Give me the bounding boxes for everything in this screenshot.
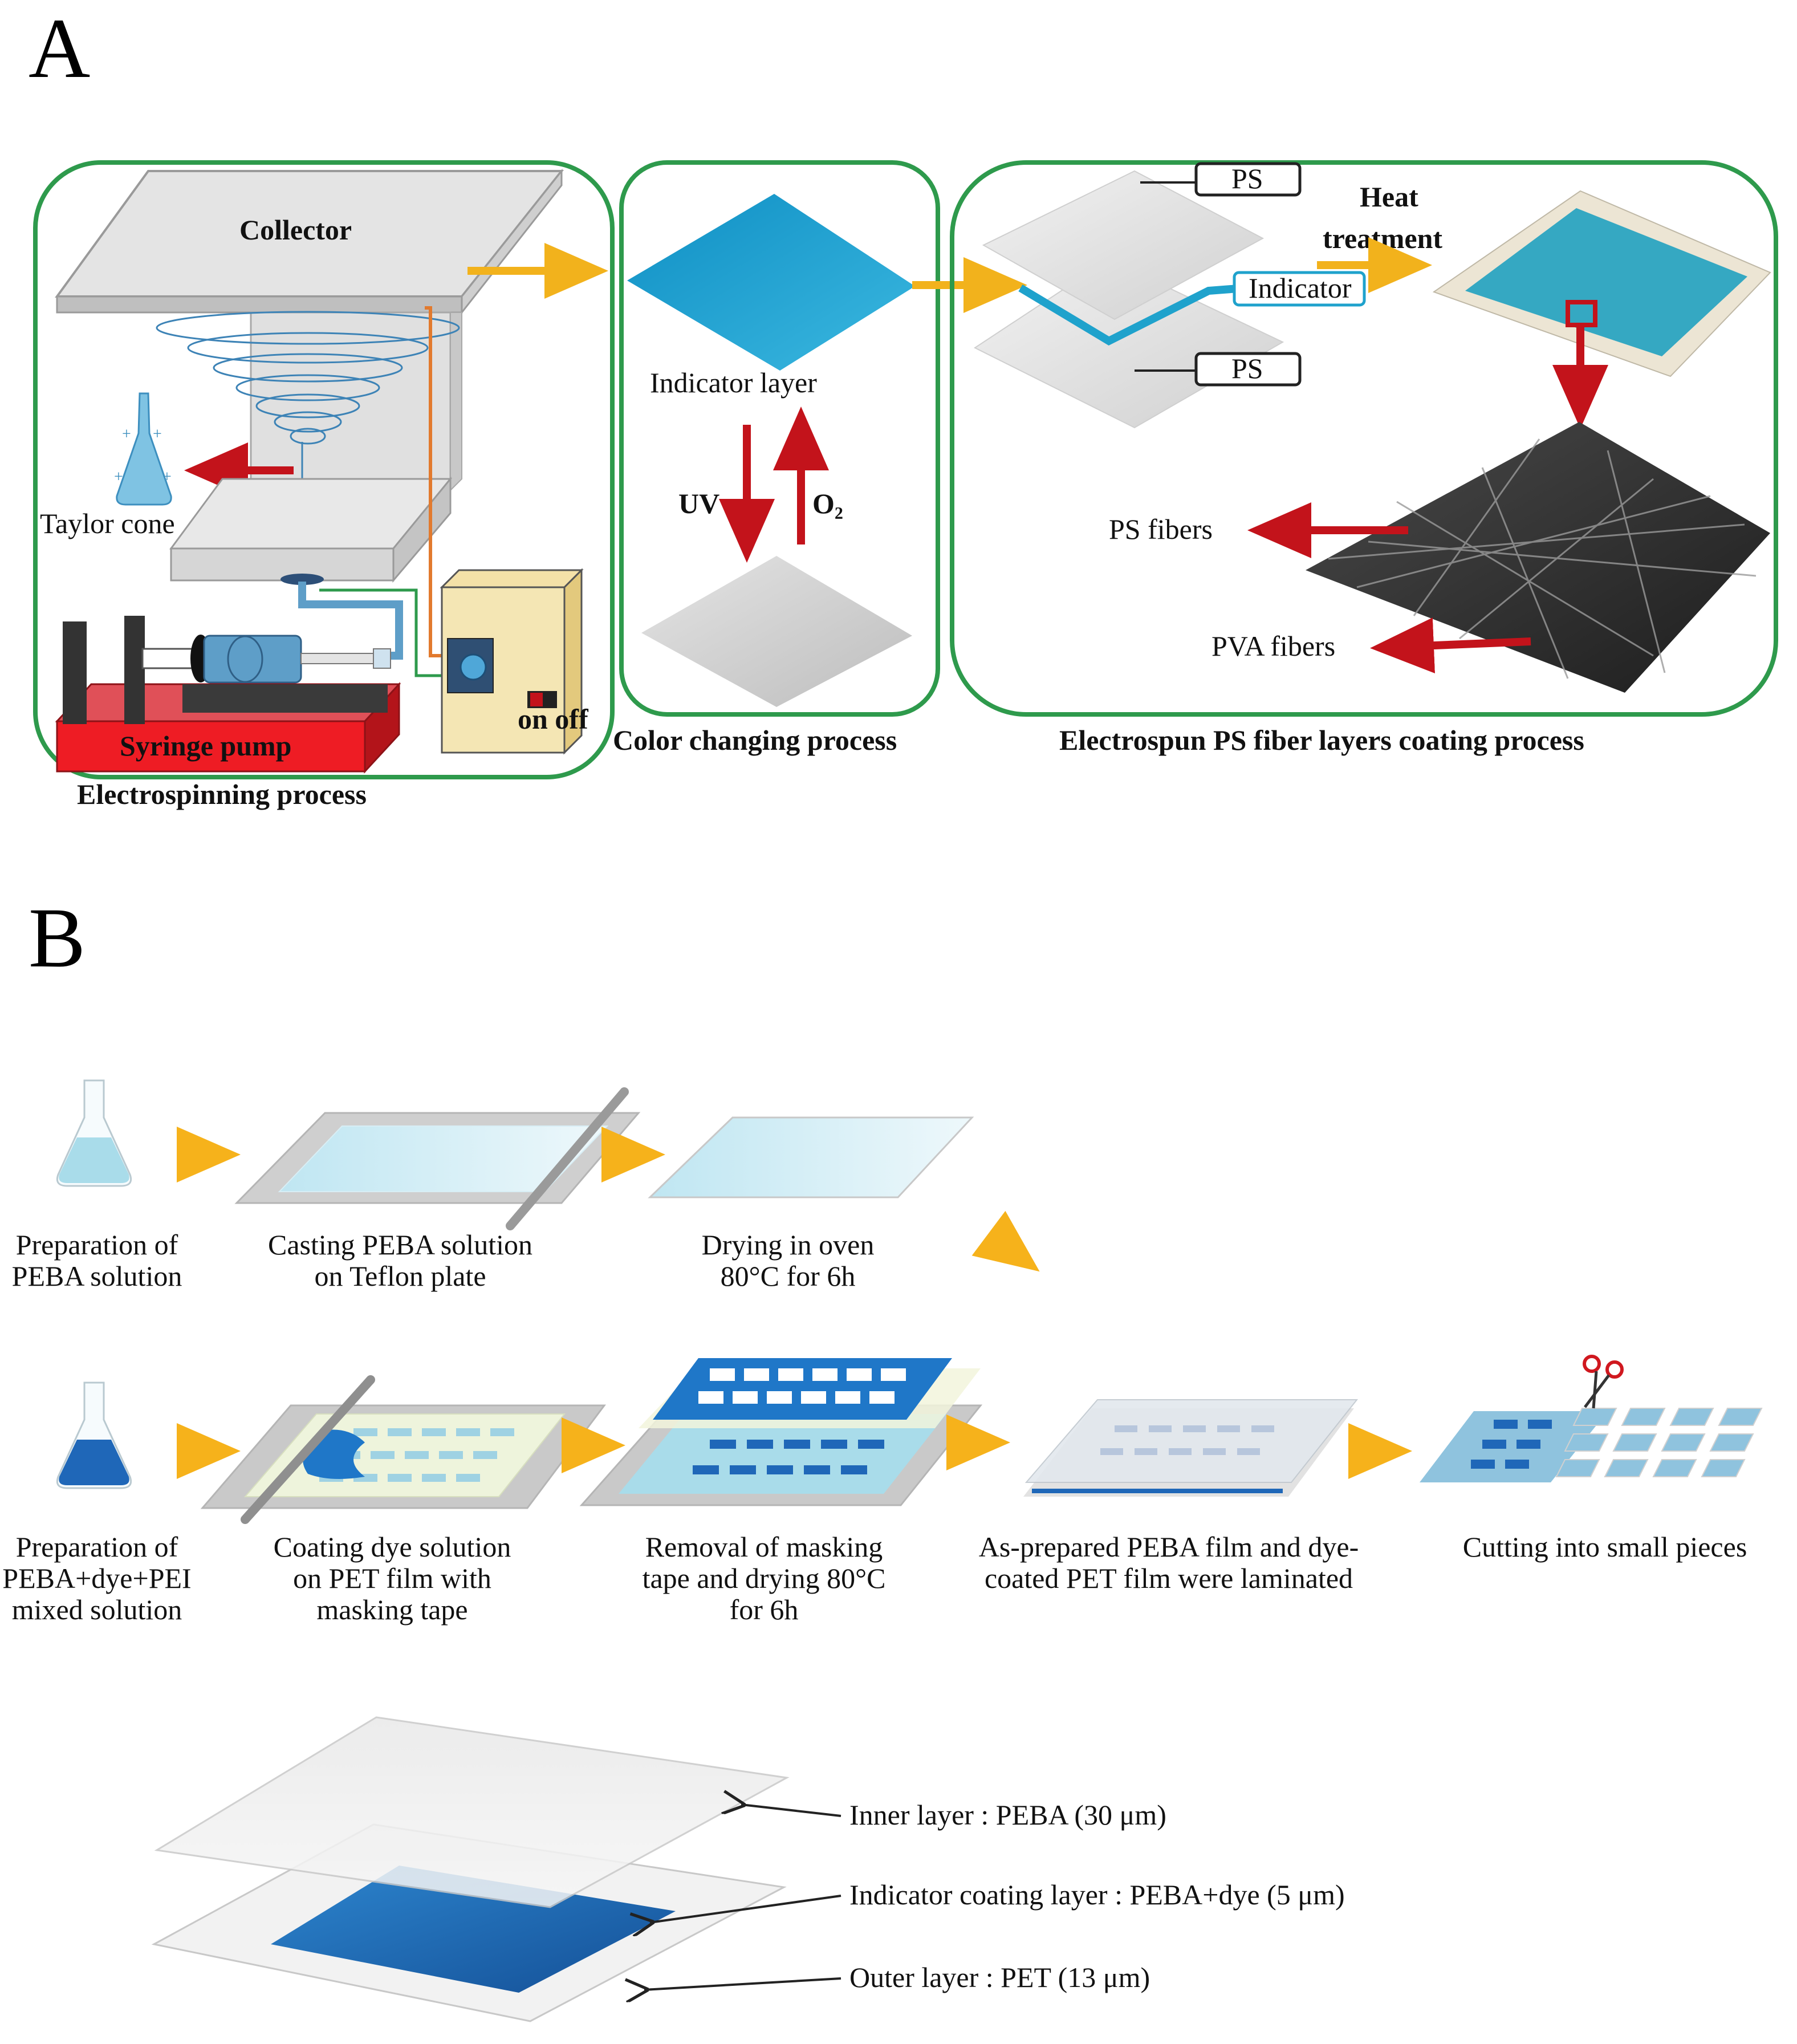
color-changing-box-border <box>619 160 940 717</box>
syringe-pump-label: Syringe pump <box>120 730 291 762</box>
row2-step1-line1: Preparation of <box>16 1531 178 1563</box>
ps-top-box <box>1194 162 1302 197</box>
feed-tube <box>298 582 403 660</box>
pva-fibers-label: PVA fibers <box>1211 630 1335 662</box>
flask-dark-icon <box>56 1381 132 1489</box>
layer-stack: Inner layer : PEBA (30 μm) Indicator coa… <box>151 1716 1345 2022</box>
svg-text:+: + <box>162 468 172 486</box>
sem-fibers <box>1328 438 1757 679</box>
row2-step2-line1: Coating dye solution <box>274 1531 511 1563</box>
uv-label: UV <box>678 487 719 519</box>
row2-step5-line1: Cutting into small pieces <box>1463 1531 1747 1563</box>
dried-film <box>648 1116 974 1198</box>
flask-light-icon <box>56 1079 132 1187</box>
indicator-label: Indicator <box>1249 272 1352 304</box>
indicator-sheet <box>1018 284 1246 346</box>
heat-treatment-label-2: treatment <box>1323 222 1442 254</box>
removed-mask-film <box>579 1358 983 1506</box>
collector-side <box>461 168 563 315</box>
svg-text:+: + <box>122 425 131 443</box>
row2-step3-line1: Removal of masking <box>645 1531 883 1563</box>
indicator-box <box>1233 271 1366 307</box>
back-wall-side <box>450 312 462 492</box>
outer-layer-leader <box>644 1977 841 1990</box>
platform-hole <box>280 574 324 585</box>
indicator-layer-gray <box>641 556 912 707</box>
electrospinning-caption: Electrospinning process <box>77 778 367 810</box>
row1-step3-line1: Drying in oven <box>702 1229 875 1261</box>
ps-coating-caption: Electrospun PS fiber layers coating proc… <box>1059 724 1584 756</box>
row1-step1-line2: PEBA solution <box>12 1260 182 1292</box>
heat-treatment-label-1: Heat <box>1360 181 1418 213</box>
row2-step2-line3: masking tape <box>316 1594 467 1626</box>
row1-step3-line2: 80°C for 6h <box>721 1260 856 1292</box>
color-changing-caption: Color changing process <box>613 724 897 756</box>
row2-step1-line3: mixed solution <box>12 1594 182 1626</box>
outer-layer-label: Outer layer : PET (13 μm) <box>849 1961 1150 1993</box>
row1-step1-line1: Preparation of <box>16 1229 178 1261</box>
svg-text:+: + <box>153 425 162 443</box>
row2-step3-line3: for 6h <box>730 1594 799 1626</box>
color-changing-box: Indicator layer UV O₂ Color changing pro… <box>613 160 940 756</box>
masked-pet-film <box>200 1375 606 1524</box>
pva-fibers-arrow <box>1370 617 1531 674</box>
scissors-icon <box>1583 1355 1624 1409</box>
ps-sheet-top <box>982 170 1265 320</box>
taylor-cone-label: Taylor cone <box>40 507 175 539</box>
panel-a-letter: A <box>29 1 90 96</box>
power-switch-label: on off <box>518 703 589 735</box>
electrospinning-box: Collector + + + + Taylor cone <box>33 160 615 810</box>
row2-step1-line2: PEBA+dye+PEI <box>2 1562 191 1594</box>
panel-b-letter: B <box>29 891 86 985</box>
indicator-layer-label: Indicator layer <box>650 367 817 399</box>
indicator-layer-blue <box>627 194 915 371</box>
inner-layer-label: Inner layer : PEBA (30 μm) <box>849 1799 1166 1831</box>
row1-arrow-3 <box>971 1210 1040 1272</box>
syringe-pump: Syringe pump <box>55 616 401 774</box>
ps-top-label: PS <box>1231 162 1263 194</box>
ps-coating-box: PS Indicator PS Heat treatment PS fibers… <box>950 160 1778 756</box>
laminated-film <box>1023 1399 1359 1497</box>
row1-step2-line2: on Teflon plate <box>314 1260 486 1292</box>
inner-layer-leader <box>741 1805 841 1817</box>
indicator-coating-layer <box>271 1866 676 1993</box>
ps-coating-box-border <box>950 160 1778 717</box>
row2-step4-line2: coated PET film were laminated <box>985 1562 1353 1594</box>
treated-film-blue <box>1465 208 1747 356</box>
row2-step4-line1: As-prepared PEBA film and dye- <box>979 1531 1359 1563</box>
collector-edge <box>56 295 463 314</box>
fiber-spiral <box>156 311 460 485</box>
power-supply: on off <box>440 568 589 755</box>
indicator-coating-label: Indicator coating layer : PEBA+dye (5 μm… <box>849 1879 1345 1911</box>
teflon-plate <box>234 1087 641 1230</box>
o2-label: O₂ <box>812 487 843 519</box>
collector-label: Collector <box>239 214 352 246</box>
taylor-cone-icon: + + + + <box>114 392 172 506</box>
ps-fibers-label: PS fibers <box>1109 513 1213 545</box>
ps-bottom-box <box>1194 352 1302 387</box>
electrospinning-box-border <box>33 160 615 779</box>
inner-layer-peba <box>154 1716 790 1908</box>
cut-pieces <box>1420 1355 1763 1482</box>
ps-bottom-label: PS <box>1231 352 1263 384</box>
indicator-layer-leader <box>650 1895 841 1923</box>
row2-step2-line2: on PET film with <box>293 1562 491 1594</box>
row1-step2-line1: Casting PEBA solution <box>268 1229 532 1261</box>
svg-text:+: + <box>114 468 123 486</box>
row2-step3-line2: tape and drying 80°C <box>643 1562 886 1594</box>
base-platform-front <box>170 547 395 582</box>
